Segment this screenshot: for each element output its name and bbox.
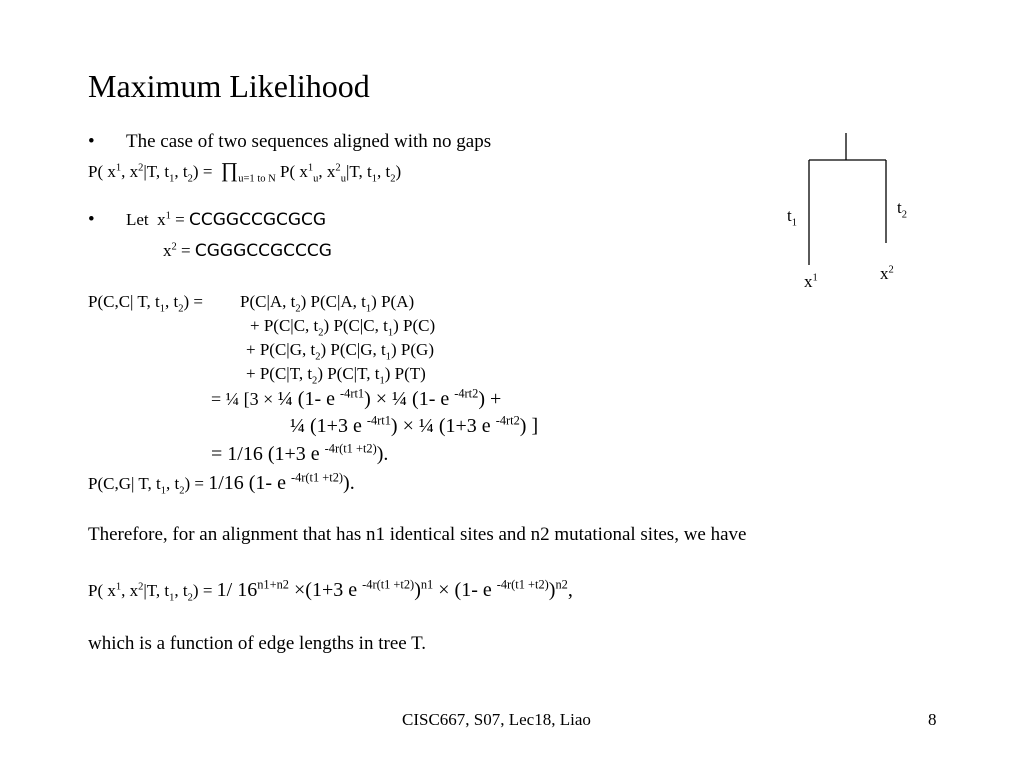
pcc-term-c: + P(C|C, t2) P(C|C, t1) P(C) [250,316,436,339]
conclusion-text: which is a function of edge lengths in t… [88,633,427,654]
edge-label-t1: t1 [787,206,797,229]
x2-sequence-line: x2 = CGGGCCGCCCG [163,241,332,261]
leaf-label-x2: x2 [880,264,894,283]
x1-sequence: CCGGCCGCGCG [189,210,327,230]
pcc-term-t: + P(C|T, t2) P(C|T, t1) P(T) [246,364,426,387]
bullet-marker-2: • [88,209,95,230]
edge-label-t2: t2 [897,198,907,221]
bullet-marker: • [88,131,95,152]
final-likelihood-formula: P( x1, x2|T, t1, t2) = 1/ 16n1+n2 ×(1+3 … [88,577,573,604]
joint-probability-formula: P( x1, x2|T, t1, t2) = ∏u=1 to N P( x1u,… [88,158,402,185]
pcc-term-g: + P(C|G, t2) P(C|G, t1) P(G) [246,340,434,363]
slide-title: Maximum Likelihood [88,68,370,104]
leaf-label-x1: x1 [804,272,818,291]
page-number: 8 [928,710,937,729]
pcc-lhs: P(C,C| T, t1, t2) = [88,292,204,315]
pcc-term-a: P(C|A, t2) P(C|A, t1) P(A) [240,292,415,315]
x2-sequence: CGGGCCGCCCG [194,241,332,261]
expansion-line-3: = 1/16 (1+3 e -4r(t1 +t2)). [211,441,389,465]
expansion-line-1: = ¼ [3 × ¼ (1- e -4rt1) × ¼ (1- e -4rt2)… [211,386,502,410]
pcg-formula: P(C,G| T, t1, t2) = 1/16 (1- e -4r(t1 +t… [88,470,355,497]
bullet-case-two-sequences: The case of two sequences aligned with n… [126,131,492,152]
expansion-line-2: ¼ (1+3 e -4rt1) × ¼ (1+3 e -4rt2) ] [290,413,539,437]
footer-course-info: CISC667, S07, Lec18, Liao [402,710,591,729]
let-x1-sequence: Let x1 = CCGGCCGCGCG [126,210,327,230]
therefore-text: Therefore, for an alignment that has n1 … [88,524,747,545]
